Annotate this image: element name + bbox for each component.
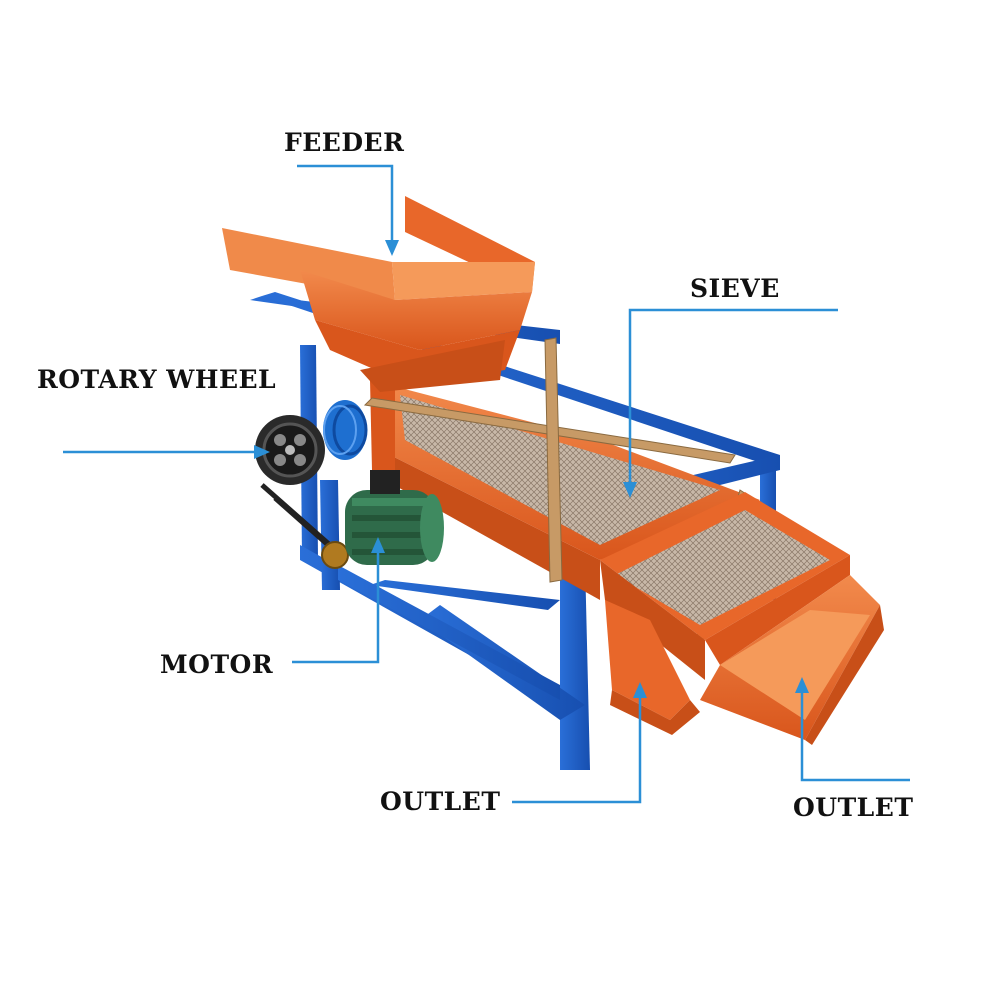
outlet-right-arrowhead: [795, 677, 809, 693]
label-sieve: SIEVE: [690, 274, 780, 303]
label-outlet-left: OUTLET: [380, 787, 501, 816]
sieve-callout-line: [628, 308, 838, 490]
lower-sieve-box: [600, 492, 850, 680]
outlet-left-arrowhead: [633, 682, 647, 698]
rotary-arrowhead: [254, 445, 270, 459]
sieve-arrowhead: [623, 482, 637, 498]
motor-arrowhead: [371, 537, 385, 553]
label-rotary-wheel: ROTARY WHEEL: [37, 365, 277, 394]
blue-coil: [323, 400, 368, 460]
callout-arrowheads: [254, 240, 809, 698]
right-outlet-chute: [700, 575, 884, 745]
rotary-wheel: [255, 415, 325, 485]
motor-callout-line: [292, 545, 380, 664]
label-outlet-right: OUTLET: [793, 793, 914, 822]
feeder-arrowhead: [385, 240, 399, 256]
feeder-hopper: [222, 196, 535, 392]
outlet-left-callout-line: [512, 690, 642, 804]
label-feeder: FEEDER: [284, 128, 405, 157]
label-motor: MOTOR: [160, 650, 274, 679]
left-outlet-chute: [605, 600, 700, 735]
feeder-callout-line: [297, 164, 394, 248]
electric-motor: [321, 470, 444, 569]
outlet-right-callout-line: [800, 685, 910, 782]
callout-lines: [63, 164, 910, 804]
